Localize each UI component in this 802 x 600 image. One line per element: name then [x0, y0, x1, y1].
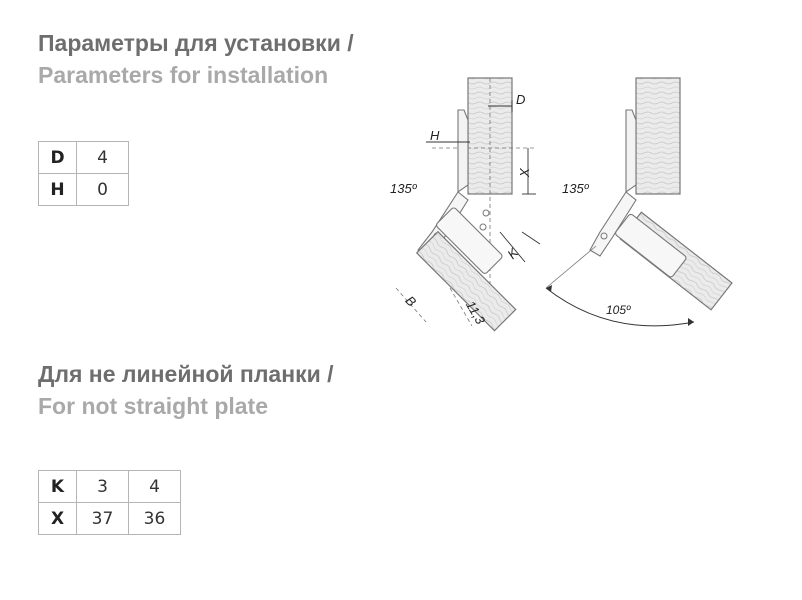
hinge-diagram: D H X K B 11,3 135º 105º 135º: [390, 77, 733, 332]
hinge-left-assembly: D H X K B 11,3 135º: [390, 77, 541, 332]
opening-arc: [545, 287, 695, 327]
dimension-tick: [521, 231, 541, 245]
hinge-plate: [625, 109, 637, 194]
param-value-h: 0: [76, 173, 129, 206]
hinge-cup-left: [436, 207, 503, 274]
dimension-line-b: [395, 287, 427, 323]
angle-line: [545, 245, 597, 289]
param-key-x: X: [38, 502, 77, 535]
table-row: X 37 36: [38, 502, 181, 535]
hinge-pivot: [600, 232, 608, 240]
dimension-label-b: B: [403, 293, 420, 310]
dimension-line-113: [449, 287, 473, 327]
section1-title-ru: Параметры для установки /: [38, 30, 354, 56]
hinge-arm: [589, 191, 637, 257]
screw: [482, 209, 490, 217]
dimension-label-x: X: [517, 167, 532, 178]
hinge-right-assembly: 105º 135º: [545, 77, 733, 327]
angle-label-open: 105º: [606, 303, 631, 317]
param-value-k-1: 3: [76, 470, 129, 503]
angle-label-right: 135º: [562, 181, 590, 196]
dimension-label-h: H: [430, 128, 440, 143]
table-row: H 0: [38, 173, 129, 206]
param-key-h: H: [38, 173, 77, 206]
param-value-k-2: 4: [128, 470, 181, 503]
hinge-plate: [457, 109, 469, 194]
param-key-k: K: [38, 470, 77, 503]
cabinet-wall-right: [635, 77, 681, 195]
section2-title-en: For not straight plate: [38, 393, 268, 419]
param-value-x-2: 36: [128, 502, 181, 535]
dimension-label-k: K: [504, 244, 522, 262]
param-value-x-1: 37: [76, 502, 129, 535]
param-key-d: D: [38, 141, 77, 174]
param-value-d: 4: [76, 141, 129, 174]
dimension-label-d: D: [516, 92, 525, 107]
arrow-head: [546, 285, 552, 292]
table-row: K 3 4: [38, 470, 181, 503]
screw: [479, 223, 487, 231]
arrow-head: [688, 318, 694, 326]
section1-title-en: Parameters for installation: [38, 62, 329, 88]
installation-params-table: D 4 H 0: [38, 141, 129, 206]
hinge-cup-right: [615, 213, 687, 278]
plate-params-table: K 3 4 X 37 36: [38, 470, 181, 535]
table-row: D 4: [38, 141, 129, 174]
angle-label-left: 135º: [390, 181, 418, 196]
dimension-line-k: [499, 231, 526, 263]
door-panel-left: [415, 230, 517, 332]
section2-title-ru: Для не линейной планки /: [38, 361, 334, 387]
